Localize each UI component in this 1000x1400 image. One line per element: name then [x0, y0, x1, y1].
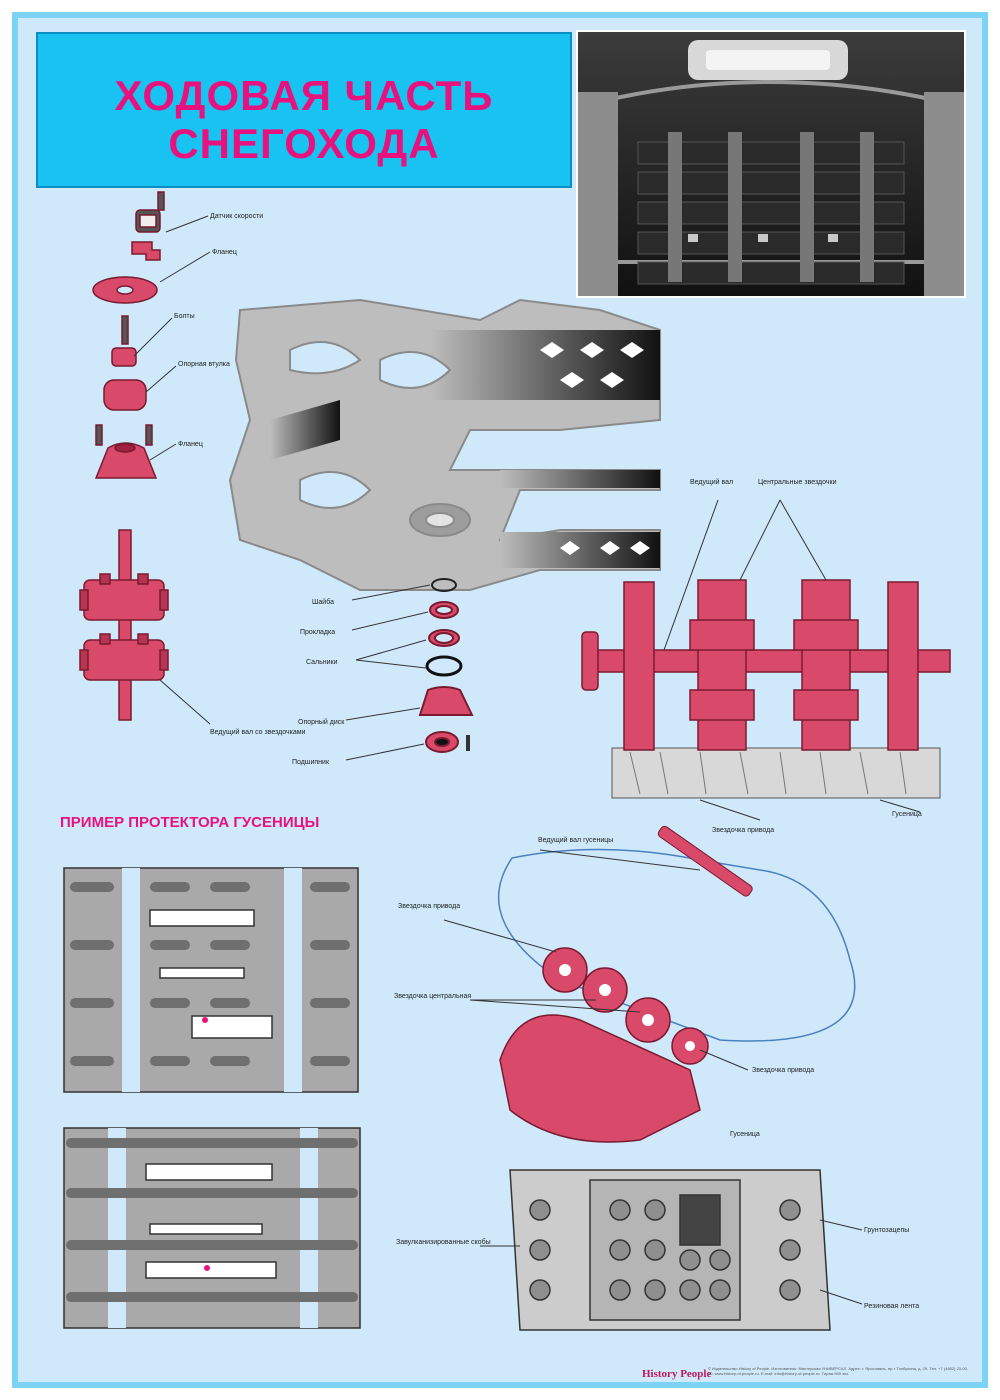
- label-central-sprockets: Центральные звездочки: [758, 479, 837, 486]
- title-line-2: СНЕГОХОДА: [168, 120, 440, 167]
- label-track-axle: Гусеница: [892, 811, 922, 818]
- label-speed-sensor: Датчик скорости: [210, 213, 263, 220]
- label-drive-sprocket-bottom: Звездочка привода: [752, 1067, 814, 1074]
- label-vulcanized-brackets: Завулканизированные скобы: [396, 1238, 491, 1246]
- label-flange-top: Фланец: [212, 249, 237, 256]
- label-drive-shaft: Ведущий вал: [690, 478, 733, 486]
- label-bearing: Подшипник: [292, 759, 330, 766]
- title-line-1: ХОДОВАЯ ЧАСТЬ: [114, 72, 494, 119]
- label-drive-sprocket-axle: Звездочка привода: [712, 827, 774, 834]
- chassis-frame-drawing: [228, 298, 661, 591]
- title-box: ХОДОВАЯ ЧАСТЬ СНЕГОХОДА: [36, 32, 572, 188]
- axle-assembly: [581, 579, 951, 799]
- snowmobile-chassis-photo: [576, 30, 966, 298]
- tread-section-title: ПРИМЕР ПРОТЕКТОРА ГУСЕНИЦЫ: [60, 814, 320, 831]
- label-lugs: Грунтозацепы: [864, 1227, 909, 1234]
- track-section: [509, 1169, 831, 1331]
- publisher-brand: History People: [642, 1368, 712, 1380]
- label-bolts: Болты: [174, 313, 195, 320]
- axle-labels: Ведущий вал Центральные звездочки Гусени…: [690, 478, 922, 834]
- label-rubber-belt: Резиновая лента: [864, 1303, 919, 1310]
- bearing-labels: Шайба Прокладка Сальники Опорный диск По…: [292, 598, 345, 766]
- label-drive-shaft-track: Ведущий вал гусеницы: [538, 836, 613, 844]
- track-section-labels: Завулканизированные скобы Грунтозацепы Р…: [396, 1227, 919, 1310]
- tread-pattern-1: [63, 867, 359, 1093]
- assembly-labels: Ведущий вал гусеницы Звездочка привода З…: [394, 836, 814, 1138]
- label-flange-bottom: Фланец: [178, 441, 203, 448]
- publisher-footer: History People © Издательство History of…: [642, 1364, 972, 1386]
- label-washer: Шайба: [312, 598, 334, 606]
- bearing-parts: [418, 578, 474, 753]
- label-support-sleeve: Опорная втулка: [178, 361, 230, 368]
- exploded-parts: [79, 191, 169, 721]
- publisher-imprint: © Издательство History of People. Изгото…: [708, 1366, 969, 1376]
- label-track-assembly: Гусеница: [730, 1131, 760, 1138]
- label-drive-shaft-sprockets: Ведущий вал со звездочками: [210, 728, 306, 736]
- label-support-disk: Опорный диск: [298, 718, 345, 726]
- exploded-labels: Датчик скорости Фланец Болты Опорная вту…: [174, 213, 306, 736]
- leader-lines: [133, 215, 921, 1305]
- drive-assembly-exploded: [497, 825, 856, 1143]
- tread-pattern-2: [63, 1127, 361, 1329]
- label-drive-sprocket-top: Звездочка привода: [398, 903, 460, 910]
- label-central-sprocket: Звездочка центральная: [394, 993, 471, 1000]
- label-seals: Сальники: [306, 659, 338, 666]
- label-gasket: Прокладка: [300, 629, 335, 636]
